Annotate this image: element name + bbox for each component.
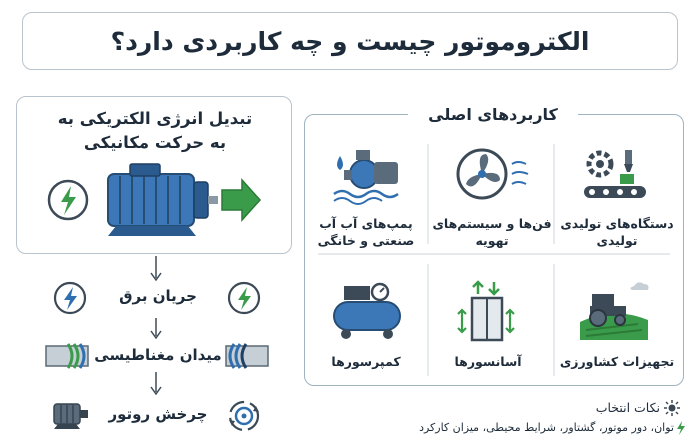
conversion-heading-line1: تبدیل انرژی الکتریکی به [57, 109, 253, 128]
app-elevators-label: آسانسورها [428, 353, 548, 370]
rotor-icon [53, 403, 88, 429]
app-elevators-line1: آسانسورها [454, 354, 522, 369]
app-agriculture-line1: تجهیزات کشاورزی [559, 354, 675, 369]
step-magnetic-field: میدان مغناطیسی [94, 346, 222, 364]
app-fans-label: فن‌ها و سیستم‌های تهویه [432, 215, 552, 249]
compressor-icon [333, 282, 401, 339]
app-fans-line1: فن‌ها و سیستم‌های [432, 216, 552, 231]
app-pumps-line1: پمپ‌های آب آب [319, 216, 413, 231]
tips-title: نکات انتخاب [595, 400, 660, 415]
magnetic-coil-icon [45, 343, 89, 369]
page-title: الکتروموتور چیست و چه کاربردی دارد؟ [110, 26, 590, 56]
title-banner: الکتروموتور چیست و چه کاربردی دارد؟ [22, 12, 678, 70]
electric-motor-icon [47, 163, 262, 236]
fan-icon [456, 148, 529, 200]
conversion-heading-line2: به حرکت مکانیکی [83, 133, 227, 152]
app-compressors-label: کمپرسورها [306, 353, 426, 370]
app-production-line1: دستگاه‌های تولیدی [560, 216, 674, 231]
app-pumps-line2: صنعتی و خانگی [317, 233, 415, 248]
applications-heading: کاربردهای اصلی [428, 104, 558, 124]
sun-icon [664, 400, 680, 416]
elevator-icon [457, 280, 515, 342]
step-rotor-rotation: چرخش روتور [108, 405, 208, 423]
conversion-heading: تبدیل انرژی الکتریکی به به حرکت مکانیکی [17, 107, 293, 155]
tips-text: توان، دور موتور، گشتاور، شرایط محیطی، می… [419, 421, 674, 434]
app-agriculture-label: تجهیزات کشاورزی [557, 353, 677, 370]
conversion-panel: تبدیل انرژی الکتریکی به به حرکت مکانیکی [16, 96, 292, 254]
lightning-icon [53, 281, 87, 315]
flow-arrow-3 [150, 372, 162, 396]
flow-arrow-1 [150, 256, 162, 282]
app-fans-line2: تهویه [475, 233, 509, 248]
applications-heading-wrap: کاربردهای اصلی [408, 101, 578, 127]
conveyor-robot-icon [584, 150, 646, 198]
water-pump-icon [333, 150, 399, 205]
step-electric-current: جریان برق [119, 287, 197, 305]
app-pumps-label: پمپ‌های آب آب صنعتی و خانگی [306, 215, 426, 249]
flow-arrow-2 [150, 318, 162, 340]
rotor-icon [228, 400, 260, 432]
app-production-label: دستگاه‌های تولیدی تولیدی [557, 215, 677, 249]
lightning-icon [227, 281, 261, 315]
bolt-icon [677, 421, 685, 435]
app-production-line2: تولیدی [596, 233, 638, 248]
tractor-icon [580, 282, 649, 340]
app-compressors-line1: کمپرسورها [331, 354, 401, 369]
grid-dividers [318, 144, 670, 376]
magnetic-coil-icon [225, 343, 269, 369]
